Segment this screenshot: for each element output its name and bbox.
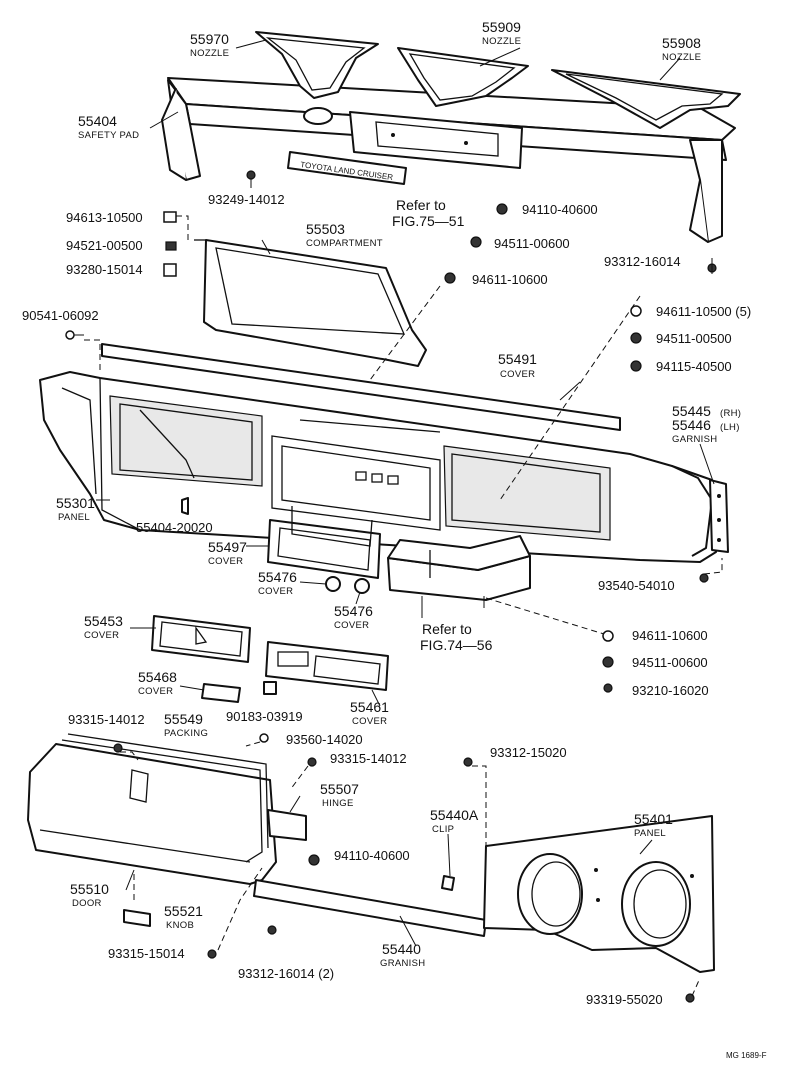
label-55301: 55301 (56, 495, 95, 511)
label-55549-name: PACKING (164, 728, 208, 739)
label-93540-54010: 93540-54010 (598, 578, 675, 593)
label-93315-14012-left: 93315-14012 (68, 712, 145, 727)
glove-door (27, 733, 277, 885)
label-55440A: 55440A (430, 807, 479, 823)
label-93315-14012-right: 93315-14012 (330, 751, 407, 766)
label-94611-10600-bottom: 94611-10600 (632, 628, 708, 643)
label-55909-name: NOZZLE (482, 36, 521, 47)
label-55510: 55510 (70, 881, 109, 897)
label-94110-40600-top: 94110-40600 (522, 202, 598, 217)
label-55491: 55491 (498, 351, 537, 367)
hardware (65, 170, 717, 1003)
label-94511-00500: 94511-00500 (656, 331, 732, 346)
round-covers (325, 576, 370, 594)
label-55468-name: COVER (138, 686, 173, 697)
refer-to-75-line1: Refer to (396, 197, 446, 213)
label-55970-name: NOZZLE (190, 48, 229, 59)
label-55510-name: DOOR (72, 898, 102, 909)
label-94511-00600-bottom: 94511-00600 (632, 655, 708, 670)
cover-55461 (265, 641, 389, 691)
gauge-panel (483, 815, 715, 973)
cover-55453 (151, 615, 251, 663)
label-55549: 55549 (164, 711, 203, 727)
refer-to-74-line2: FIG.74—56 (420, 637, 493, 653)
label-55446-side: (LH) (720, 422, 740, 433)
label-55476-left: 55476 (258, 569, 297, 585)
label-55503-name: COMPARTMENT (306, 238, 383, 249)
dashed-lines (84, 215, 723, 997)
label-55491-name: COVER (500, 369, 535, 380)
label-55503: 55503 (306, 221, 345, 237)
label-93210-16020: 93210-16020 (632, 683, 709, 698)
figure-code: MG 1689-F (726, 1051, 767, 1060)
label-94110-40600-bottom: 94110-40600 (334, 848, 410, 863)
label-55446: 55446 (672, 417, 711, 433)
label-55908-name: NOZZLE (662, 52, 701, 63)
label-93312-16014-2: 93312-16014 (2) (238, 966, 334, 981)
emblem-plate: TOYOTA LAND CRUISER (287, 151, 407, 185)
labels: 55970 NOZZLE 55909 NOZZLE 55908 NOZZLE 5… (22, 19, 767, 1060)
label-93315-15014: 93315-15014 (108, 946, 185, 961)
label-90541-06092: 90541-06092 (22, 308, 99, 323)
label-55401: 55401 (634, 811, 673, 827)
label-94613-10500: 94613-10500 (66, 210, 143, 225)
label-93319-55020: 93319-55020 (586, 992, 663, 1007)
safety-pad-assembly (161, 31, 741, 243)
hinge (267, 809, 307, 841)
label-55440A-name: CLIP (432, 824, 454, 835)
label-55476-left-name: COVER (258, 586, 293, 597)
label-93560-14020: 93560-14020 (286, 732, 363, 747)
refer-to-74-line1: Refer to (422, 621, 472, 637)
label-55507-name: HINGE (322, 798, 354, 809)
garnish-strip (253, 879, 487, 937)
label-94511-00600-top: 94511-00600 (494, 236, 570, 251)
label-93280-15014: 93280-15014 (66, 262, 143, 277)
label-55497-name: COVER (208, 556, 243, 567)
label-55440-name: GRANISH (380, 958, 425, 969)
label-55970: 55970 (190, 31, 229, 47)
label-55468: 55468 (138, 669, 177, 685)
label-55401-name: PANEL (634, 828, 666, 839)
main-panel (39, 343, 717, 563)
label-55445-side: (RH) (720, 408, 741, 419)
label-94115-40500: 94115-40500 (656, 359, 732, 374)
knob (123, 909, 151, 927)
label-93312-16014-right: 93312-16014 (604, 254, 681, 269)
label-55461: 55461 (350, 699, 389, 715)
refer-to-75-line2: FIG.75—51 (392, 213, 465, 229)
label-55453-name: COVER (84, 630, 119, 641)
label-55521-name: KNOB (166, 920, 194, 931)
label-55440: 55440 (382, 941, 421, 957)
label-94611-10600-top: 94611-10600 (472, 272, 548, 287)
label-55445: 55445 (672, 403, 711, 419)
label-55404: 55404 (78, 113, 117, 129)
label-55909: 55909 (482, 19, 521, 35)
label-55476-right: 55476 (334, 603, 373, 619)
label-55507: 55507 (320, 781, 359, 797)
label-55461-name: COVER (352, 716, 387, 727)
label-55404-20020: 55404-20020 (136, 520, 213, 535)
label-55521: 55521 (164, 903, 203, 919)
label-55908: 55908 (662, 35, 701, 51)
label-55404-name: SAFETY PAD (78, 130, 139, 141)
cover-55497 (267, 506, 381, 579)
label-55453: 55453 (84, 613, 123, 629)
compartment (194, 239, 427, 367)
clip-90183 (263, 681, 277, 695)
label-55497: 55497 (208, 539, 247, 555)
label-94521-00500: 94521-00500 (66, 238, 143, 253)
label-94611-10500: 94611-10500 (5) (656, 304, 751, 319)
label-garnish: GARNISH (672, 434, 717, 445)
cover-55468 (201, 683, 241, 703)
leader-lines (96, 39, 715, 947)
label-55301-name: PANEL (58, 512, 90, 523)
label-55476-right-name: COVER (334, 620, 369, 631)
storage-tray (387, 535, 531, 601)
label-90183-03919: 90183-03919 (226, 709, 303, 724)
garnish-bracket (709, 479, 729, 553)
label-93249-14012: 93249-14012 (208, 192, 285, 207)
label-93312-15020: 93312-15020 (490, 745, 567, 760)
